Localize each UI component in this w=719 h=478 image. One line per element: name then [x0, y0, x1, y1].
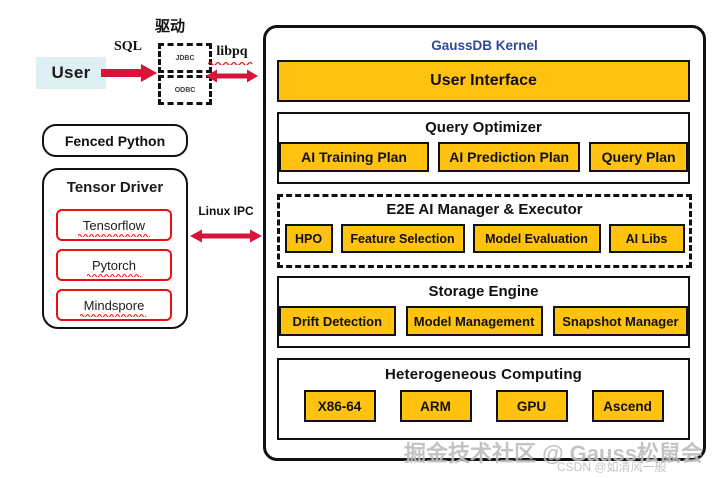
gaussdb-kernel-panel: GaussDB Kernel User Interface Query Opti… — [263, 25, 706, 461]
tensor-driver-title: Tensor Driver — [66, 179, 164, 196]
tensor-driver-item-mindspore: Mindspore — [56, 289, 172, 321]
section-title-storage-engine: Storage Engine — [428, 283, 539, 300]
section-storage-engine: Storage Engine Drift Detection Model Man… — [277, 276, 690, 348]
heterogeneous-computing-chips: X86-64 ARM GPU Ascend — [279, 390, 688, 422]
chip-gpu[interactable]: GPU — [495, 390, 568, 422]
chip-snapshot-manager[interactable]: Snapshot Manager — [552, 306, 688, 336]
chip-drift-detection[interactable]: Drift Detection — [279, 306, 396, 336]
chip-query-plan[interactable]: Query Plan — [589, 142, 688, 172]
pytorch-squiggle-icon — [87, 274, 141, 277]
section-title-user-interface: User Interface — [430, 72, 537, 89]
section-title-query-optimizer: Query Optimizer — [425, 119, 542, 136]
mindspore-squiggle-icon — [80, 314, 147, 317]
kernel-title: GaussDB Kernel — [431, 38, 538, 53]
libpq-squiggle-icon — [208, 61, 253, 65]
jdbc-box: JDBC — [158, 43, 212, 73]
storage-engine-chips: Drift Detection Model Management Snapsho… — [279, 306, 688, 336]
watermark-secondary: CSDN @如清风一般 — [557, 460, 667, 474]
sql-label: SQL — [113, 39, 142, 54]
tensor-driver-panel: Tensor Driver Tensorflow Pytorch Mindspo… — [42, 168, 188, 329]
libpq-double-arrow-icon — [206, 69, 258, 83]
e2e-ai-manager-chips: HPO Feature Selection Model Evaluation A… — [280, 224, 689, 253]
chip-ascend[interactable]: Ascend — [591, 390, 664, 422]
libpq-label: libpq — [216, 44, 248, 59]
linux-ipc-label: Linux IPC — [198, 204, 254, 218]
chip-feature-selection[interactable]: Feature Selection — [340, 224, 465, 253]
tensor-driver-item-pytorch: Pytorch — [56, 249, 172, 281]
linux-ipc-double-arrow-icon — [190, 229, 262, 243]
chip-hpo[interactable]: HPO — [284, 224, 333, 253]
watermark-primary: 掘金技术社区 @ Gauss松鼠会 — [404, 441, 703, 466]
chip-ai-prediction-plan[interactable]: AI Prediction Plan — [438, 142, 581, 172]
fenced-python-box: Fenced Python — [42, 124, 188, 157]
section-e2e-ai-manager: E2E AI Manager & Executor HPO Feature Se… — [277, 194, 692, 268]
mindspore-label: Mindspore — [83, 297, 145, 313]
tensor-driver-item-tensorflow: Tensorflow — [56, 209, 172, 241]
section-user-interface: User Interface — [277, 60, 690, 102]
drive-label: 驱动 — [154, 18, 185, 35]
section-title-heterogeneous-computing: Heterogeneous Computing — [384, 366, 583, 383]
tensorflow-label: Tensorflow — [82, 217, 146, 233]
jdbc-label: JDBC — [175, 54, 195, 62]
chip-arm[interactable]: ARM — [399, 390, 472, 422]
section-query-optimizer: Query Optimizer AI Training Plan AI Pred… — [277, 112, 690, 184]
tensorflow-squiggle-icon — [78, 234, 150, 237]
odbc-box: ODBC — [158, 75, 212, 105]
chip-ai-training-plan[interactable]: AI Training Plan — [279, 142, 430, 172]
chip-ai-libs[interactable]: AI Libs — [608, 224, 685, 253]
fenced-python-label: Fenced Python — [64, 132, 166, 149]
chip-model-evaluation[interactable]: Model Evaluation — [472, 224, 601, 253]
chip-x86-64[interactable]: X86-64 — [303, 390, 376, 422]
section-title-e2e-ai-manager: E2E AI Manager & Executor — [386, 201, 583, 218]
user-box: User — [36, 57, 106, 89]
pytorch-label: Pytorch — [91, 257, 137, 273]
user-label: User — [51, 63, 91, 82]
odbc-label: ODBC — [174, 86, 196, 94]
chip-model-management[interactable]: Model Management — [405, 306, 543, 336]
query-optimizer-chips: AI Training Plan AI Prediction Plan Quer… — [279, 142, 688, 172]
section-heterogeneous-computing: Heterogeneous Computing X86-64 ARM GPU A… — [277, 358, 690, 440]
sql-arrow-icon — [101, 64, 157, 82]
